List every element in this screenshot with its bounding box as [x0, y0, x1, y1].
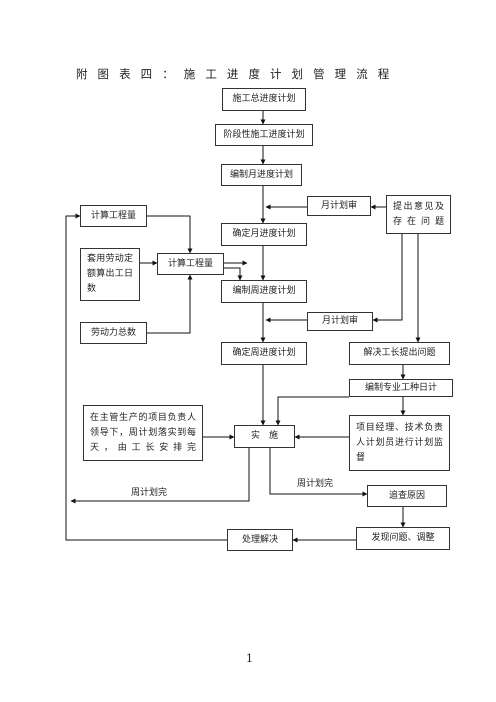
node-handle: 处理解决 [227, 529, 293, 551]
node-month-review-2: 月计划审 [307, 312, 373, 331]
node-labor-quota: 套用劳动定额算出工日数 [80, 248, 140, 301]
label-week-plan-done-right: 周计划完 [297, 479, 334, 489]
node-total-plan: 施工总进度计划 [222, 88, 306, 111]
node-month-review-1: 月计划审 [307, 196, 371, 216]
node-confirm-week-plan: 确定周进度计划 [221, 342, 307, 365]
page-number: 1 [246, 652, 253, 665]
label-week-plan-done-left: 周计划完 [131, 488, 168, 498]
node-labor-total: 劳动力总数 [80, 322, 147, 344]
node-implement: 实 施 [234, 425, 295, 448]
node-pm-lead: 在主管生产的项目负责人领导下，周计划落实到每天，由工长安排完 [83, 405, 203, 461]
node-find-issue: 发现问题、调整 [356, 527, 450, 550]
page-title: 附 图 表 四 ： 施 工 进 度 计 划 管 理 流 程 [76, 67, 393, 81]
node-make-week-plan: 编制周进度计划 [221, 280, 307, 303]
node-foreman-solve: 解决工长提出问题 [349, 342, 450, 365]
arrow-handle-to-calc1 [65, 213, 227, 541]
arrow-implement-to-left [70, 448, 250, 504]
arrow-implement-to-cause [269, 448, 368, 497]
node-craft-plan: 编制专业工种日计 [349, 379, 453, 397]
node-calc-qty-2: 计算工程量 [157, 253, 224, 275]
arrow-calc1-to-calc2 [147, 215, 193, 254]
arrow-suggest-to-review2 [372, 234, 403, 323]
node-calc-qty-1: 计算工程量 [80, 205, 147, 227]
arrow-craft-to-implement [275, 396, 349, 426]
arrow-calc2-to-weekplan [224, 267, 243, 281]
node-suggest: 提出意见及存在问题 [386, 195, 451, 234]
node-make-month-plan: 编制月进度计划 [221, 164, 302, 186]
node-confirm-month-plan: 确定月进度计划 [221, 223, 307, 246]
arrow-labortotal-to-calc2 [147, 274, 193, 334]
node-pm-supervise: 项目经理、技术负责人计划员进行计划监督 [349, 415, 450, 471]
node-stage-plan: 阶段性施工进度计划 [215, 124, 313, 146]
node-find-cause: 追查原因 [367, 485, 447, 507]
